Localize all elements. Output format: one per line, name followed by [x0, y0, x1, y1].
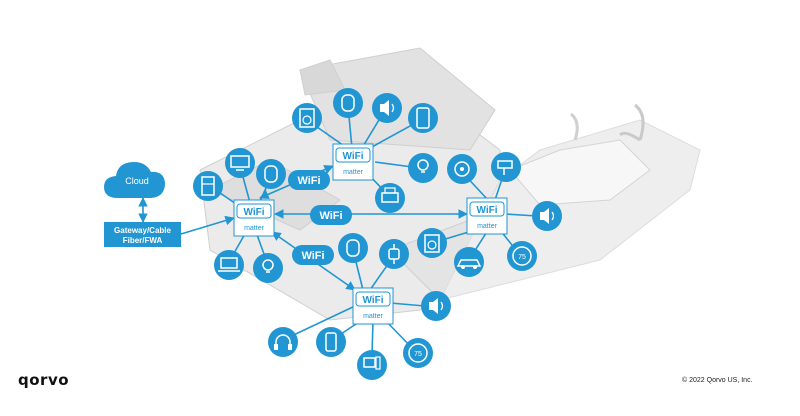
wifi-badge-middle: WiFi	[310, 205, 352, 225]
wifi-badge-middle-label: WiFi	[319, 210, 342, 222]
laptop-icon	[214, 250, 244, 280]
hub-upstairs-matter: matter	[343, 169, 364, 176]
hub-garage-matter: matter	[477, 223, 498, 230]
wifi-badge-upper: WiFi	[288, 170, 330, 190]
printer-icon	[375, 183, 405, 213]
copyright-text: © 2022 Qorvo US, Inc.	[682, 377, 753, 384]
light-bulb-icon-main	[253, 253, 283, 283]
tablet-icon	[408, 103, 438, 133]
tv-icon	[225, 148, 255, 178]
car-icon	[454, 247, 484, 277]
cloud-label: Cloud	[125, 176, 149, 186]
wifi-badge-upper-label: WiFi	[297, 175, 320, 187]
smart-speaker-icon-main	[256, 159, 286, 189]
phone-icon	[316, 327, 346, 357]
light-bulb-icon-upstairs	[408, 153, 438, 183]
thermostat-icon-garage: 75	[507, 241, 537, 271]
washing-machine-icon	[417, 228, 447, 258]
speaker-icon-garage	[532, 201, 562, 231]
device-icons: 75 75	[193, 88, 562, 380]
smartwatch-icon	[379, 239, 409, 269]
thermostat-icon-lower: 75	[403, 338, 433, 368]
hub-main-wifi: WiFi	[243, 207, 264, 218]
thermostat-garage-value: 75	[518, 254, 526, 261]
gateway-label-line1: Gateway/Cable	[114, 226, 171, 235]
hub-lower-matter: matter	[363, 313, 384, 320]
speaker-icon-upstairs	[372, 93, 402, 123]
washer-dryer-icon	[292, 103, 322, 133]
thermostat-lower-value: 75	[414, 351, 422, 358]
hub-upstairs: WiFi matter	[332, 143, 374, 181]
cloud-node: Cloud	[104, 162, 165, 198]
wifi-badge-lower: WiFi	[292, 245, 334, 265]
speaker-icon-lower	[421, 291, 451, 321]
smart-speaker-icon-lower	[338, 233, 368, 263]
hub-main: WiFi matter	[233, 199, 275, 237]
hub-upstairs-wifi: WiFi	[342, 151, 363, 162]
headphones-icon	[268, 327, 298, 357]
qorvo-logo: qorvo	[18, 371, 70, 389]
hub-lower-wifi: WiFi	[362, 295, 383, 306]
wifi-badge-lower-label: WiFi	[301, 250, 324, 262]
gateway-node: Gateway/Cable Fiber/FWA	[104, 222, 181, 247]
hub-main-matter: matter	[244, 225, 265, 232]
security-camera-icon	[491, 152, 521, 182]
smoke-detector-icon	[447, 154, 477, 184]
hub-lower: WiFi matter	[352, 287, 394, 325]
smart-speaker-icon-upstairs	[333, 88, 363, 118]
hub-garage-wifi: WiFi	[476, 205, 497, 216]
refrigerator-icon	[193, 171, 223, 201]
desktop-computer-icon	[357, 350, 387, 380]
gateway-label-line2: Fiber/FWA	[123, 236, 163, 245]
hub-garage: WiFi matter	[466, 197, 508, 235]
